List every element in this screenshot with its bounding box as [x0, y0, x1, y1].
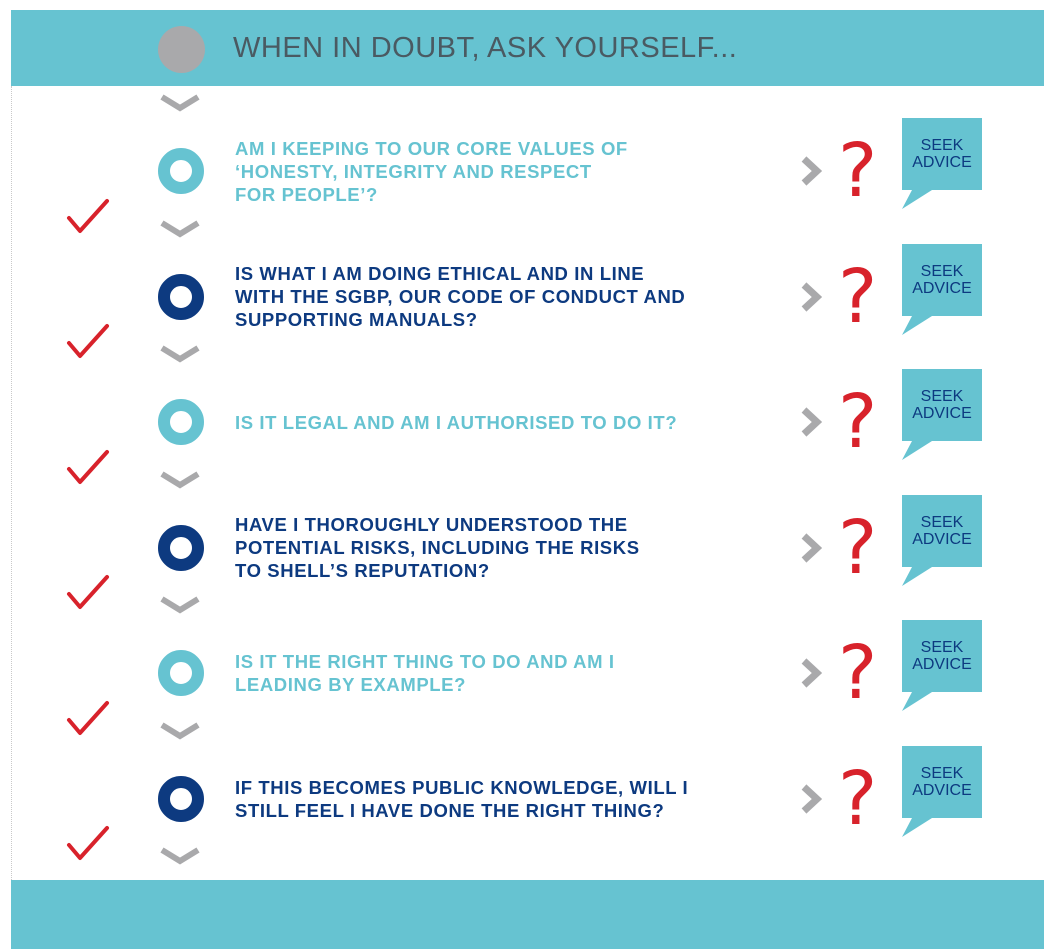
- chevron-down-icon: [160, 94, 200, 112]
- question-line: IS IT LEGAL AND AM I AUTHORISED TO DO IT…: [235, 411, 678, 433]
- chevron-right-icon: [800, 658, 823, 688]
- question-mark-icon: ?: [838, 630, 878, 716]
- question-mark-icon: ?: [838, 128, 878, 214]
- page-title: WHEN IN DOUBT, ASK YOURSELF...: [233, 32, 738, 64]
- checkmark-icon: [66, 323, 110, 361]
- seek-advice-line2: ADVICE: [912, 405, 972, 422]
- checkmark-icon: [66, 198, 110, 236]
- seek-advice-line1: SEEK: [920, 388, 964, 405]
- chevron-down-icon: [160, 470, 200, 489]
- question-text: AM I KEEPING TO OUR CORE VALUES OF‘HONES…: [235, 137, 795, 206]
- chevron-down-icon: [160, 596, 200, 614]
- question-line: IF THIS BECOMES PUBLIC KNOWLEDGE, WILL I: [235, 776, 689, 798]
- step-ring-icon: [158, 399, 204, 445]
- seek-advice-line2: ADVICE: [912, 154, 972, 171]
- question-line: STILL FEEL I HAVE DONE THE RIGHT THING?: [235, 799, 665, 821]
- question-mark-icon: ?: [838, 253, 878, 340]
- question-line: POTENTIAL RISKS, INCLUDING THE RISKS: [235, 537, 640, 558]
- question-line: IS IT THE RIGHT THING TO DO AND AM I: [235, 651, 615, 672]
- question-mark-icon: ?: [838, 504, 878, 591]
- checkmark-icon: [66, 700, 110, 738]
- chevron-down-icon: [160, 219, 200, 238]
- chevron-down-icon: [160, 721, 200, 740]
- question-line: ‘HONESTY, INTEGRITY AND RESPECT: [235, 160, 592, 182]
- step-ring-icon: [158, 775, 204, 822]
- chevron-right-icon: [800, 532, 823, 563]
- step-ring-icon: [158, 524, 204, 571]
- step-ring-icon: [158, 148, 204, 194]
- seek-advice-line1: SEEK: [920, 513, 964, 531]
- question-mark-icon: ?: [838, 755, 878, 842]
- seek-advice-line1: SEEK: [920, 639, 964, 656]
- header-dot-icon: [158, 26, 205, 73]
- seek-advice-line1: SEEK: [920, 262, 964, 280]
- question-line: IS WHAT I AM DOING ETHICAL AND IN LINE: [235, 263, 645, 284]
- question-line: WITH THE SGBP, OUR CODE OF CONDUCT AND: [235, 286, 686, 307]
- question-line: LEADING BY EXAMPLE?: [235, 674, 467, 695]
- question-line: SUPPORTING MANUALS?: [235, 309, 478, 330]
- step-ring-icon: [158, 273, 204, 320]
- seek-advice-line1: SEEK: [920, 137, 964, 154]
- chevron-right-icon: [800, 156, 823, 186]
- seek-advice-line1: SEEK: [920, 764, 964, 782]
- dotted-guide: [11, 86, 12, 880]
- checkmark-icon: [66, 449, 110, 487]
- chevron-right-icon: [800, 281, 823, 312]
- question-line: TO SHELL’S REPUTATION?: [235, 560, 490, 581]
- checkmark-icon: [66, 574, 110, 612]
- chevron-right-icon: [800, 783, 823, 814]
- step-ring-icon: [158, 650, 204, 696]
- question-text: IF THIS BECOMES PUBLIC KNOWLEDGE, WILL I…: [235, 776, 795, 822]
- footer-band: [11, 880, 1044, 949]
- chevron-down-icon: [160, 345, 200, 363]
- question-mark-icon: ?: [838, 379, 878, 465]
- seek-advice-line2: ADVICE: [912, 279, 972, 297]
- question-line: FOR PEOPLE’?: [235, 183, 378, 205]
- seek-advice-line2: ADVICE: [912, 656, 972, 673]
- question-line: HAVE I THOROUGHLY UNDERSTOOD THE: [235, 514, 628, 535]
- question-line: AM I KEEPING TO OUR CORE VALUES OF: [235, 137, 628, 159]
- seek-advice-line2: ADVICE: [912, 781, 972, 799]
- seek-advice-line2: ADVICE: [912, 530, 972, 548]
- question-text: IS IT LEGAL AND AM I AUTHORISED TO DO IT…: [235, 411, 795, 434]
- chevron-right-icon: [800, 407, 823, 437]
- checkmark-icon: [66, 825, 110, 863]
- chevron-down-icon: [160, 847, 200, 865]
